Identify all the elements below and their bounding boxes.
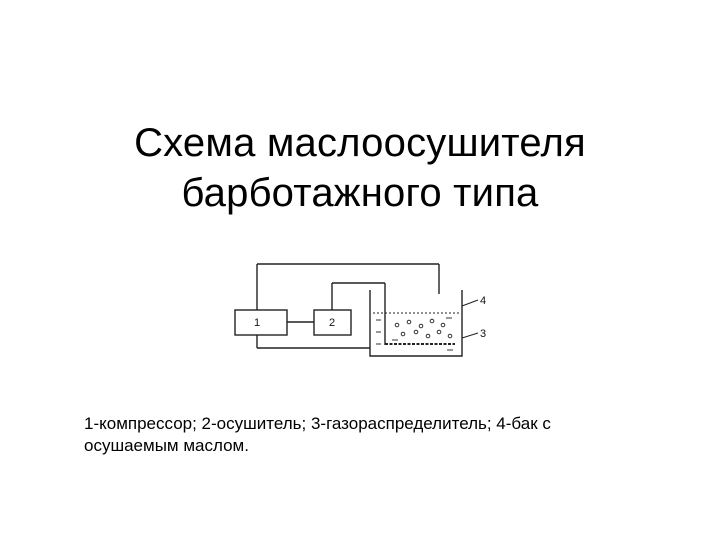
bubble	[440, 322, 446, 328]
bubble	[418, 323, 424, 329]
bubble	[429, 318, 435, 324]
bubble	[413, 329, 419, 335]
dryer-schematic: 1 2 4 3	[234, 263, 486, 357]
title-line-2: барботажного типа	[181, 171, 539, 215]
bubble	[436, 329, 442, 335]
oil-marks	[376, 317, 453, 351]
title-line-1: Схема маслоосушителя	[134, 121, 586, 165]
label-2: 2	[329, 317, 335, 329]
dryer-box	[313, 309, 352, 336]
bubble	[406, 319, 412, 325]
label-1: 1	[254, 317, 260, 329]
caption-line-2: осушаемым маслом.	[84, 436, 249, 455]
caption-line-1: 1-компрессор; 2-осушитель; 3-газораспред…	[84, 414, 551, 433]
bubble	[425, 333, 431, 339]
leader-4	[461, 299, 479, 307]
label-4: 4	[480, 295, 486, 307]
bubbles	[394, 318, 453, 339]
bubble	[394, 322, 400, 328]
bubble	[447, 333, 453, 339]
slide-title: Схема маслоосушителя барботажного типа	[60, 118, 660, 218]
oil-tank	[369, 290, 463, 357]
compressor-box	[234, 309, 288, 336]
legend-caption: 1-компрессор; 2-осушитель; 3-газораспред…	[84, 413, 664, 457]
leader-3	[461, 332, 479, 339]
label-3: 3	[480, 328, 486, 340]
bubble	[400, 331, 406, 337]
